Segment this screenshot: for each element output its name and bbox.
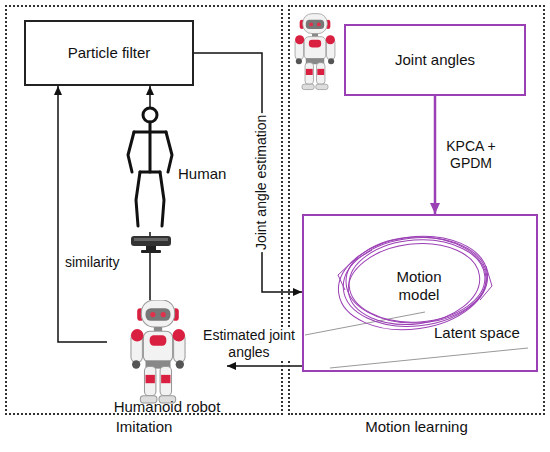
process-box: Joint angles [344,24,526,96]
node-label: Human [178,165,226,183]
connector-arrow [434,96,437,214]
edge-label: KPCA + GPDM [443,138,499,172]
region-panel: Motion learningJoint anglesMotion modelL… [288,5,545,415]
kinect-sensor [131,236,171,253]
model-box: Motion modelLatent space [302,214,538,372]
connector-arrow [58,86,107,342]
latent-plane [305,312,528,368]
panel-caption: Motion learning [290,418,543,436]
node-label: Motion model [384,268,454,304]
process-box: Particle filter [24,20,194,86]
node-label: Joint angles [395,51,475,69]
connector-arrow [149,86,151,107]
connector-arrow [227,365,302,367]
panel-caption: Imitation [7,418,281,436]
motion-trajectory [332,227,493,339]
edge-label: Estimated joint angles [201,327,297,361]
node-label: Latent space [434,324,520,342]
node-label: Humanoid robot [107,398,227,416]
robot-illustration [295,14,335,90]
robot-illustration [131,300,185,403]
edge-label: similarity [63,254,121,271]
edge-label: Joint angle estimation [254,113,271,252]
node-label: Particle filter [68,44,151,62]
human-stick-figure [128,108,172,226]
human-figure: Human [110,107,220,232]
